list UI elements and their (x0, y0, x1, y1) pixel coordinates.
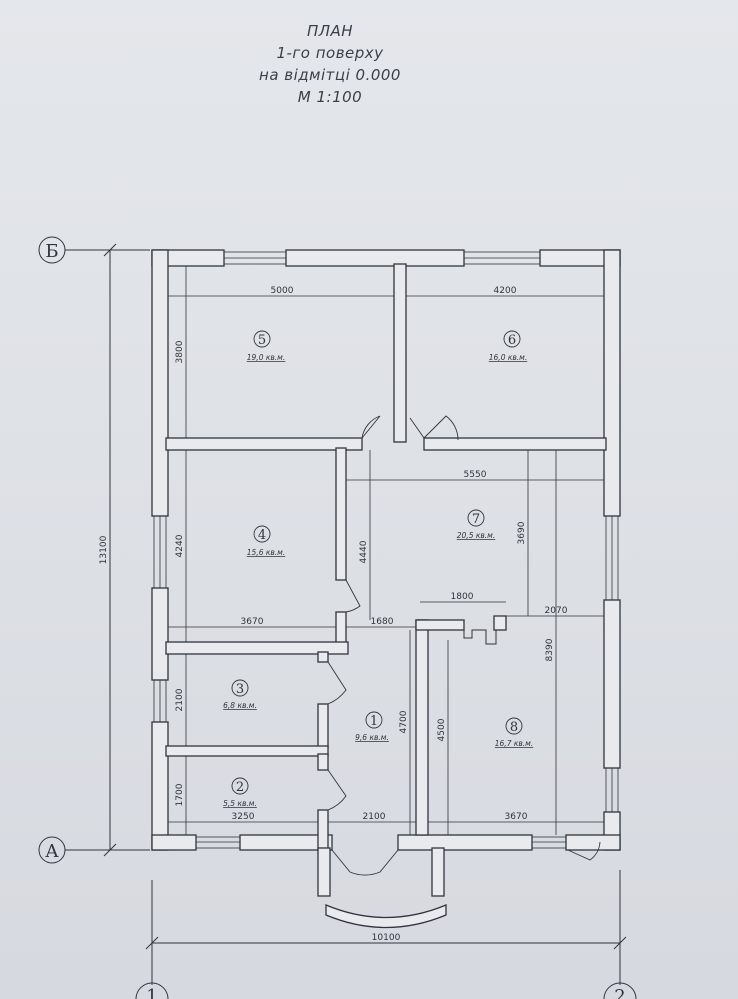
dim-1700: 1700 (175, 783, 185, 806)
room-area-2: 5,5 кв.м. (223, 799, 257, 808)
dim-4440: 4440 (359, 540, 369, 563)
room-number-3: 3 (236, 682, 244, 697)
dim-5550: 5550 (464, 470, 487, 480)
room-area-4: 15,6 кв.м. (247, 548, 285, 557)
dim-3670-top: 3670 (241, 617, 264, 627)
title-block: ПЛАН 1-го поверху на відмітці 0.000 М 1:… (200, 20, 460, 108)
axis-1-bubble (135, 982, 169, 999)
title-line-4: М 1:100 (297, 88, 363, 106)
room-area-6: 16,0 кв.м. (489, 353, 527, 362)
room-area-1: 9,6 кв.м. (355, 733, 389, 742)
room-number-8: 8 (510, 720, 518, 735)
dim-3670-bottom: 3670 (505, 812, 528, 822)
axis-2-bubble (603, 982, 637, 999)
axis-label-2: 2 (614, 986, 625, 999)
room-number-6: 6 (508, 333, 516, 348)
dimension-lines (168, 266, 604, 835)
dim-3250: 3250 (232, 812, 255, 822)
axis-a (38, 836, 150, 864)
title-line-3: на відмітці 0.000 (259, 66, 401, 84)
room-number-2: 2 (236, 780, 244, 795)
dim-2100-bottom: 2100 (363, 812, 386, 822)
room-number-1: 1 (370, 714, 378, 729)
title-line-2: 1-го поверху (276, 44, 384, 62)
room-area-3: 6,8 кв.м. (223, 701, 257, 710)
dim-1680: 1680 (371, 617, 394, 627)
room-area-8: 16,7 кв.м. (495, 739, 533, 748)
windows (153, 251, 619, 849)
dim-3690: 3690 (517, 521, 527, 544)
dim-10100: 10100 (372, 933, 401, 943)
axis-label-1: 1 (146, 986, 157, 999)
porch (317, 847, 447, 929)
doors (327, 415, 601, 876)
dim-1800: 1800 (451, 592, 474, 602)
room-number-5: 5 (258, 333, 266, 348)
dim-13100: 13100 (99, 535, 109, 564)
walls (151, 249, 621, 851)
room-number-7: 7 (472, 512, 480, 527)
room-area-5: 19,0 кв.м. (247, 353, 285, 362)
dim-8390: 8390 (545, 638, 555, 661)
dim-4500: 4500 (437, 718, 447, 741)
dim-2100-left: 2100 (175, 688, 185, 711)
axis-label-a: А (45, 841, 59, 862)
dim-5000: 5000 (271, 286, 294, 296)
room-area-7: 20,5 кв.м. (457, 531, 495, 540)
dim-4200: 4200 (494, 286, 517, 296)
dim-2070: 2070 (545, 606, 568, 616)
room-markers (231, 330, 523, 795)
axis-label-b: Б (45, 241, 58, 262)
title-line-1: ПЛАН (306, 22, 354, 40)
room-number-4: 4 (258, 528, 266, 543)
dim-3800: 3800 (175, 340, 185, 363)
dim-4240: 4240 (175, 534, 185, 557)
axis-b (38, 236, 150, 264)
dim-4700: 4700 (399, 710, 409, 733)
